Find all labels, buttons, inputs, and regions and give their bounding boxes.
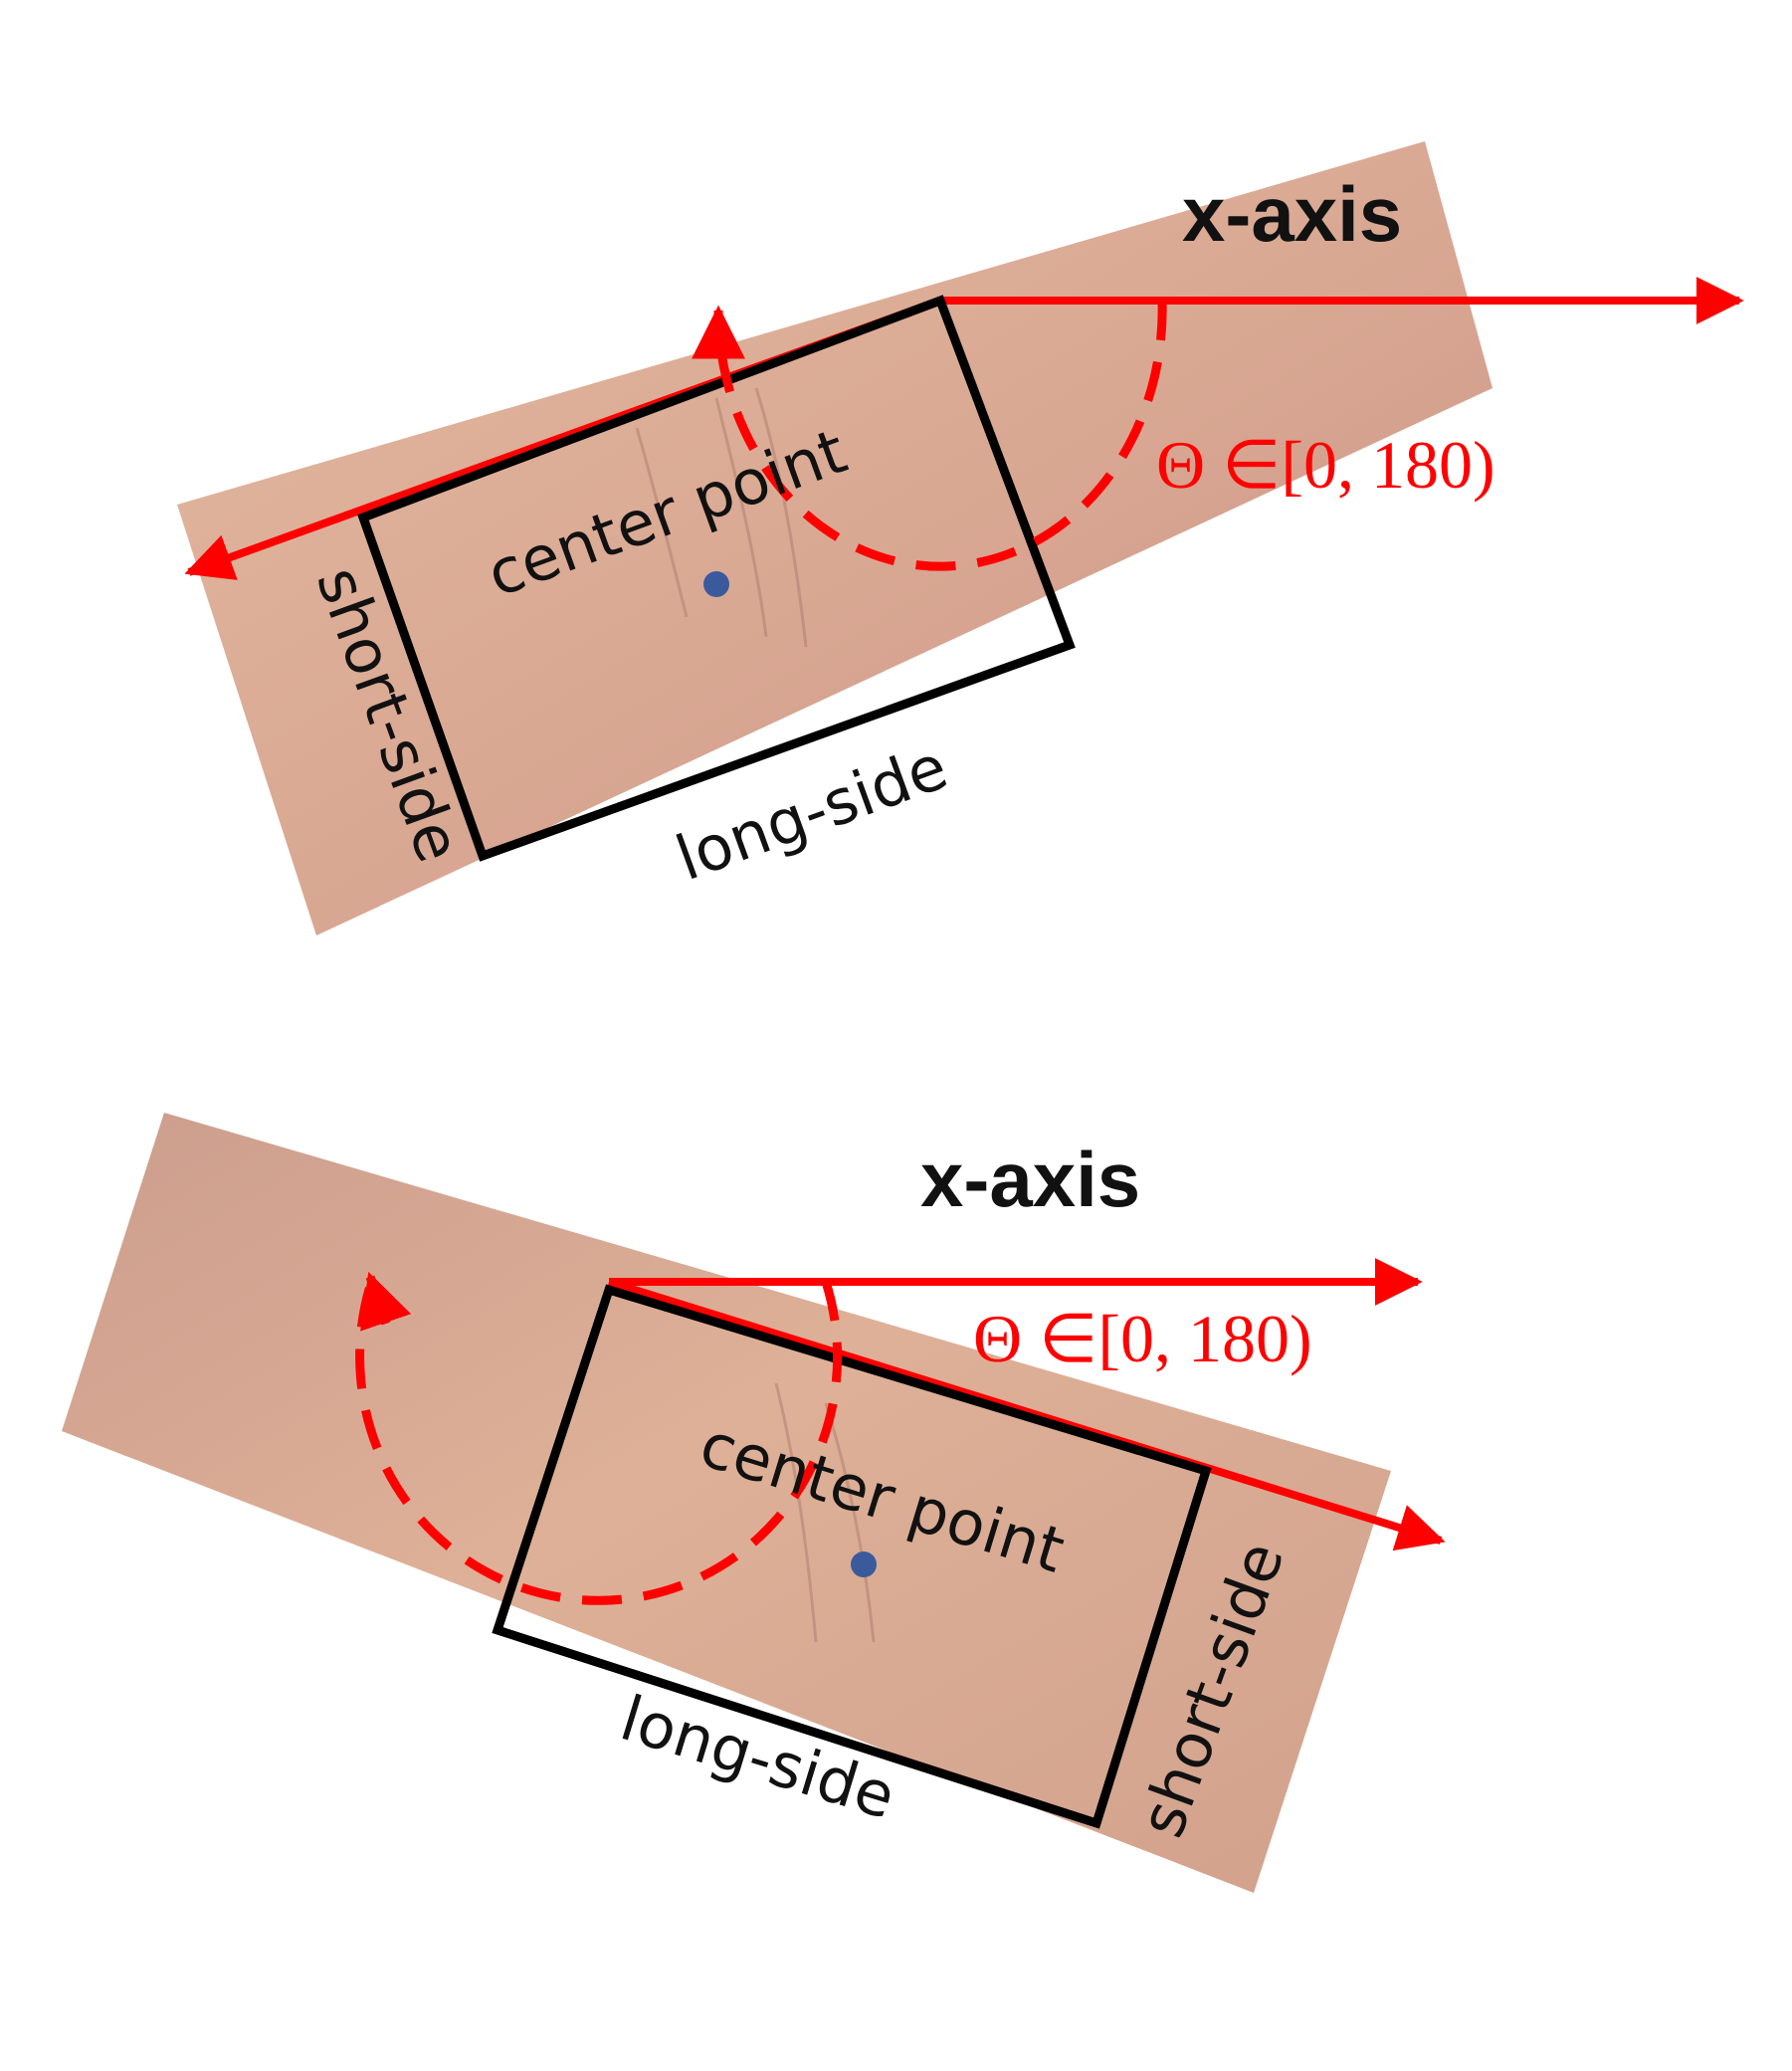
center-point-dot-bottom (851, 1552, 877, 1577)
bounding-box-top (357, 295, 1076, 862)
skin-wrinkles-top (635, 387, 808, 648)
skin-wrinkles-bottom (774, 1382, 876, 1643)
angle-arc-top (713, 300, 1167, 571)
long-side-arrow-bottom (607, 1278, 1446, 1552)
center-point-dot-top (703, 571, 729, 597)
bounding-box-bottom (492, 1284, 1212, 1829)
angle-arc-arrow-bottom (360, 1271, 412, 1332)
angle-label-top: Θ ∈[0, 180) (1156, 427, 1495, 503)
x-axis-label-bottom: x-axis (920, 1136, 1140, 1223)
angle-arc-bottom (355, 1280, 843, 1605)
panel-top: x-axis Θ ∈[0, 180) center point long-sid… (177, 141, 1744, 935)
long-side-label-top: long-side (667, 730, 956, 895)
angle-label-bottom: Θ ∈[0, 180) (973, 1301, 1312, 1376)
panel-bottom: x-axis Θ ∈[0, 180) center point long-sid… (62, 1113, 1446, 1893)
x-axis-label-top: x-axis (1182, 170, 1402, 258)
